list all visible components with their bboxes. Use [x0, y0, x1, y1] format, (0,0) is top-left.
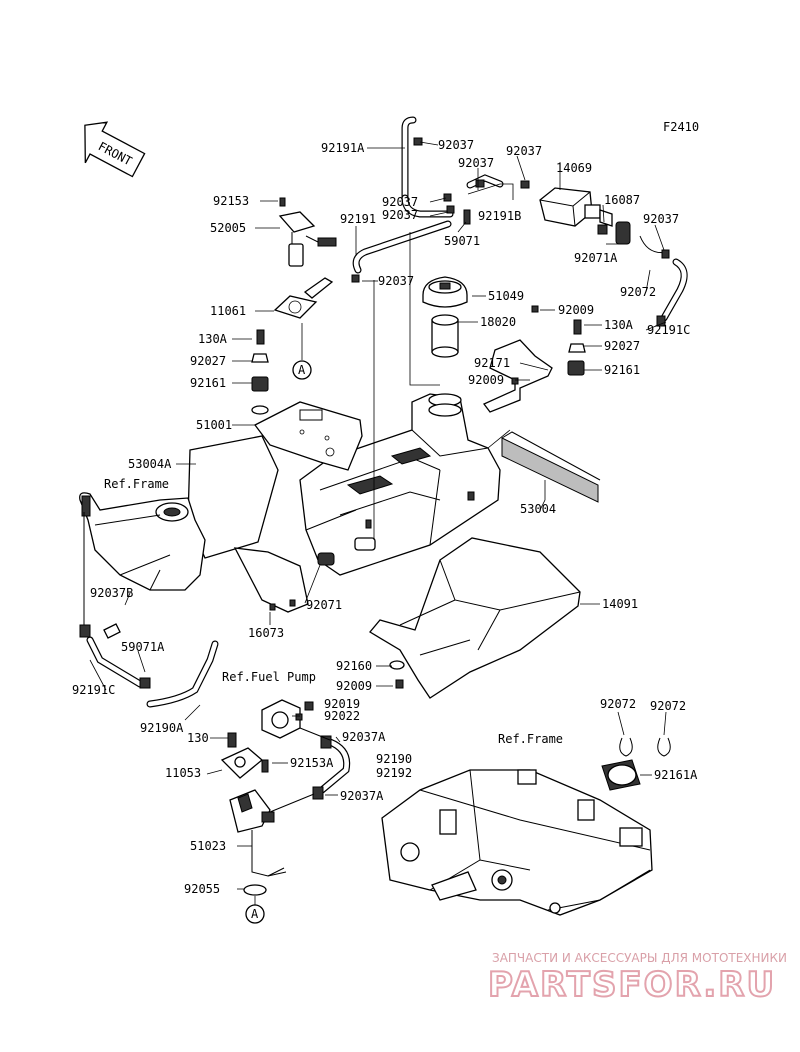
filler-neck [431, 314, 459, 358]
part-label: 92191 [340, 212, 376, 226]
part-label: 92037 [438, 138, 474, 152]
part-label: 51001 [196, 418, 232, 432]
watermark-caption: ЗАПЧАСТИ И АКСЕССУАРЫ ДЛЯ МОТОТЕХНИКИ [492, 951, 787, 965]
part-label: 92019 [324, 697, 360, 711]
part-label: 92072 [620, 285, 656, 299]
part-label: 18020 [480, 315, 516, 329]
fuel-pump [220, 699, 314, 779]
callout-a-bottom: A [245, 904, 265, 924]
part-label: 92190 [376, 752, 412, 766]
lower-left-hoses [79, 512, 219, 708]
part-label: 130A [604, 318, 634, 332]
mount-hardware-left [251, 329, 269, 415]
part-label: 92037 [378, 274, 414, 288]
part-label: 11061 [210, 304, 246, 318]
part-label: 59071 [444, 234, 480, 248]
part-label: 92191A [321, 141, 365, 155]
ref-fuel-pump-label: Ref.Fuel Pump [222, 670, 316, 684]
tank-tray [369, 537, 581, 699]
figure-code: F2410 [663, 120, 699, 134]
mount-hardware-right [567, 319, 586, 376]
vent-hose-assembly [351, 116, 530, 283]
part-label: 92071A [574, 251, 618, 265]
part-label: 92191C [72, 683, 115, 697]
fuel-valve [229, 789, 287, 896]
part-label: 92171 [474, 356, 510, 370]
part-label: 14091 [602, 597, 638, 611]
ref-frame-right-label: Ref.Frame [498, 732, 563, 746]
part-label: 59071A [121, 640, 165, 654]
part-label: 92037 [382, 208, 418, 222]
part-label: 92072 [650, 699, 686, 713]
tank-bracket [254, 401, 363, 471]
part-label: 92037B [90, 586, 133, 600]
part-label: 92027 [604, 339, 640, 353]
frame-right [381, 769, 653, 916]
part-label: 52005 [210, 221, 246, 235]
part-label: 92191B [478, 209, 521, 223]
fuel-gauge-sender [273, 197, 337, 319]
part-label: 130 [187, 731, 209, 745]
part-label: 130A [198, 332, 228, 346]
part-label: 14069 [556, 161, 592, 175]
part-label: 53004A [128, 457, 172, 471]
frame-left [79, 492, 206, 591]
right-vent-hose [639, 235, 688, 327]
fuel-cap [422, 276, 468, 308]
part-label: 16073 [248, 626, 284, 640]
part-label: 11053 [165, 766, 201, 780]
part-label: 92161A [654, 768, 698, 782]
svg-text:A: A [251, 907, 259, 921]
part-label: 92037 [506, 144, 542, 158]
part-label: 92037 [382, 195, 418, 209]
part-label: 92072 [600, 697, 636, 711]
part-label: 51023 [190, 839, 226, 853]
part-label: 53004 [520, 502, 556, 516]
ref-frame-left-label: Ref.Frame [104, 477, 169, 491]
pad-53004 [501, 431, 601, 503]
svg-text:A: A [298, 363, 306, 377]
part-label: 92009 [558, 303, 594, 317]
part-label: 92153A [290, 756, 334, 770]
part-label: 92022 [324, 709, 360, 723]
watermark: ЗАПЧАСТИ И АКСЕССУАРЫ ДЛЯ МОТОТЕХНИКИ PA… [487, 951, 787, 1006]
part-label: 92161 [604, 363, 640, 377]
part-label: 92191C [647, 323, 690, 337]
part-label: 92161 [190, 376, 226, 390]
part-label: 92192 [376, 766, 412, 780]
pad-16073 [233, 547, 309, 613]
callout-a-top: A [292, 360, 312, 380]
part-label: 16087 [604, 193, 640, 207]
part-label: 51049 [488, 289, 524, 303]
part-label: 92055 [184, 882, 220, 896]
part-label: 92027 [190, 354, 226, 368]
part-label: 92160 [336, 659, 372, 673]
part-label: 92009 [336, 679, 372, 693]
clamps-right [601, 737, 671, 791]
front-arrow-icon: FRONT [84, 121, 146, 178]
part-label: 92037A [340, 789, 384, 803]
part-label: 92153 [213, 194, 249, 208]
grommet-92071 [317, 552, 335, 566]
part-label: 92037 [643, 212, 679, 226]
leader-lines [89, 141, 667, 905]
watermark-brand: PARTSFOR.RU [488, 965, 776, 1005]
part-label: 92071 [306, 598, 342, 612]
canister [539, 187, 631, 245]
part-label: 92037 [458, 156, 494, 170]
pump-hoses [269, 727, 351, 813]
part-label: 92190A [140, 721, 184, 735]
part-label-group: 92191A 92037 92037 92037 14069 92037 920… [72, 138, 698, 896]
part-label: 92009 [468, 373, 504, 387]
part-label: 92037A [342, 730, 386, 744]
